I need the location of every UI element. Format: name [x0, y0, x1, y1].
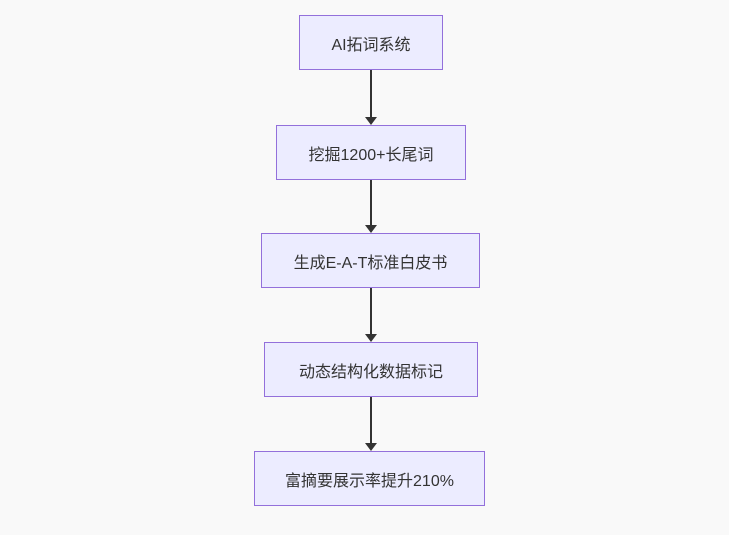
- edge-line-n1-n2: [370, 70, 372, 117]
- flow-node-label: 挖掘1200+长尾词: [308, 146, 434, 164]
- arrowhead-icon: [365, 334, 377, 342]
- edge-line-n4-n5: [370, 397, 372, 443]
- edge-line-n2-n3: [370, 180, 372, 225]
- arrowhead-icon: [365, 443, 377, 451]
- flow-node-label: 富摘要展示率提升210%: [285, 472, 454, 490]
- flow-node-label: 动态结构化数据标记: [298, 363, 443, 381]
- arrowhead-icon: [365, 117, 377, 125]
- flow-node-rich-snippet-result: 富摘要展示率提升210%: [254, 451, 485, 506]
- flow-node-longtail-mining: 挖掘1200+长尾词: [276, 125, 466, 180]
- flow-node-ai-word-system: AI拓词系统: [299, 15, 443, 70]
- edge-line-n3-n4: [370, 288, 372, 334]
- flow-node-label: 生成E-A-T标准白皮书: [293, 254, 448, 272]
- flow-node-eat-whitepaper: 生成E-A-T标准白皮书: [261, 233, 480, 288]
- flow-node-structured-data: 动态结构化数据标记: [264, 342, 478, 397]
- flow-node-label: AI拓词系统: [331, 36, 411, 54]
- arrowhead-icon: [365, 225, 377, 233]
